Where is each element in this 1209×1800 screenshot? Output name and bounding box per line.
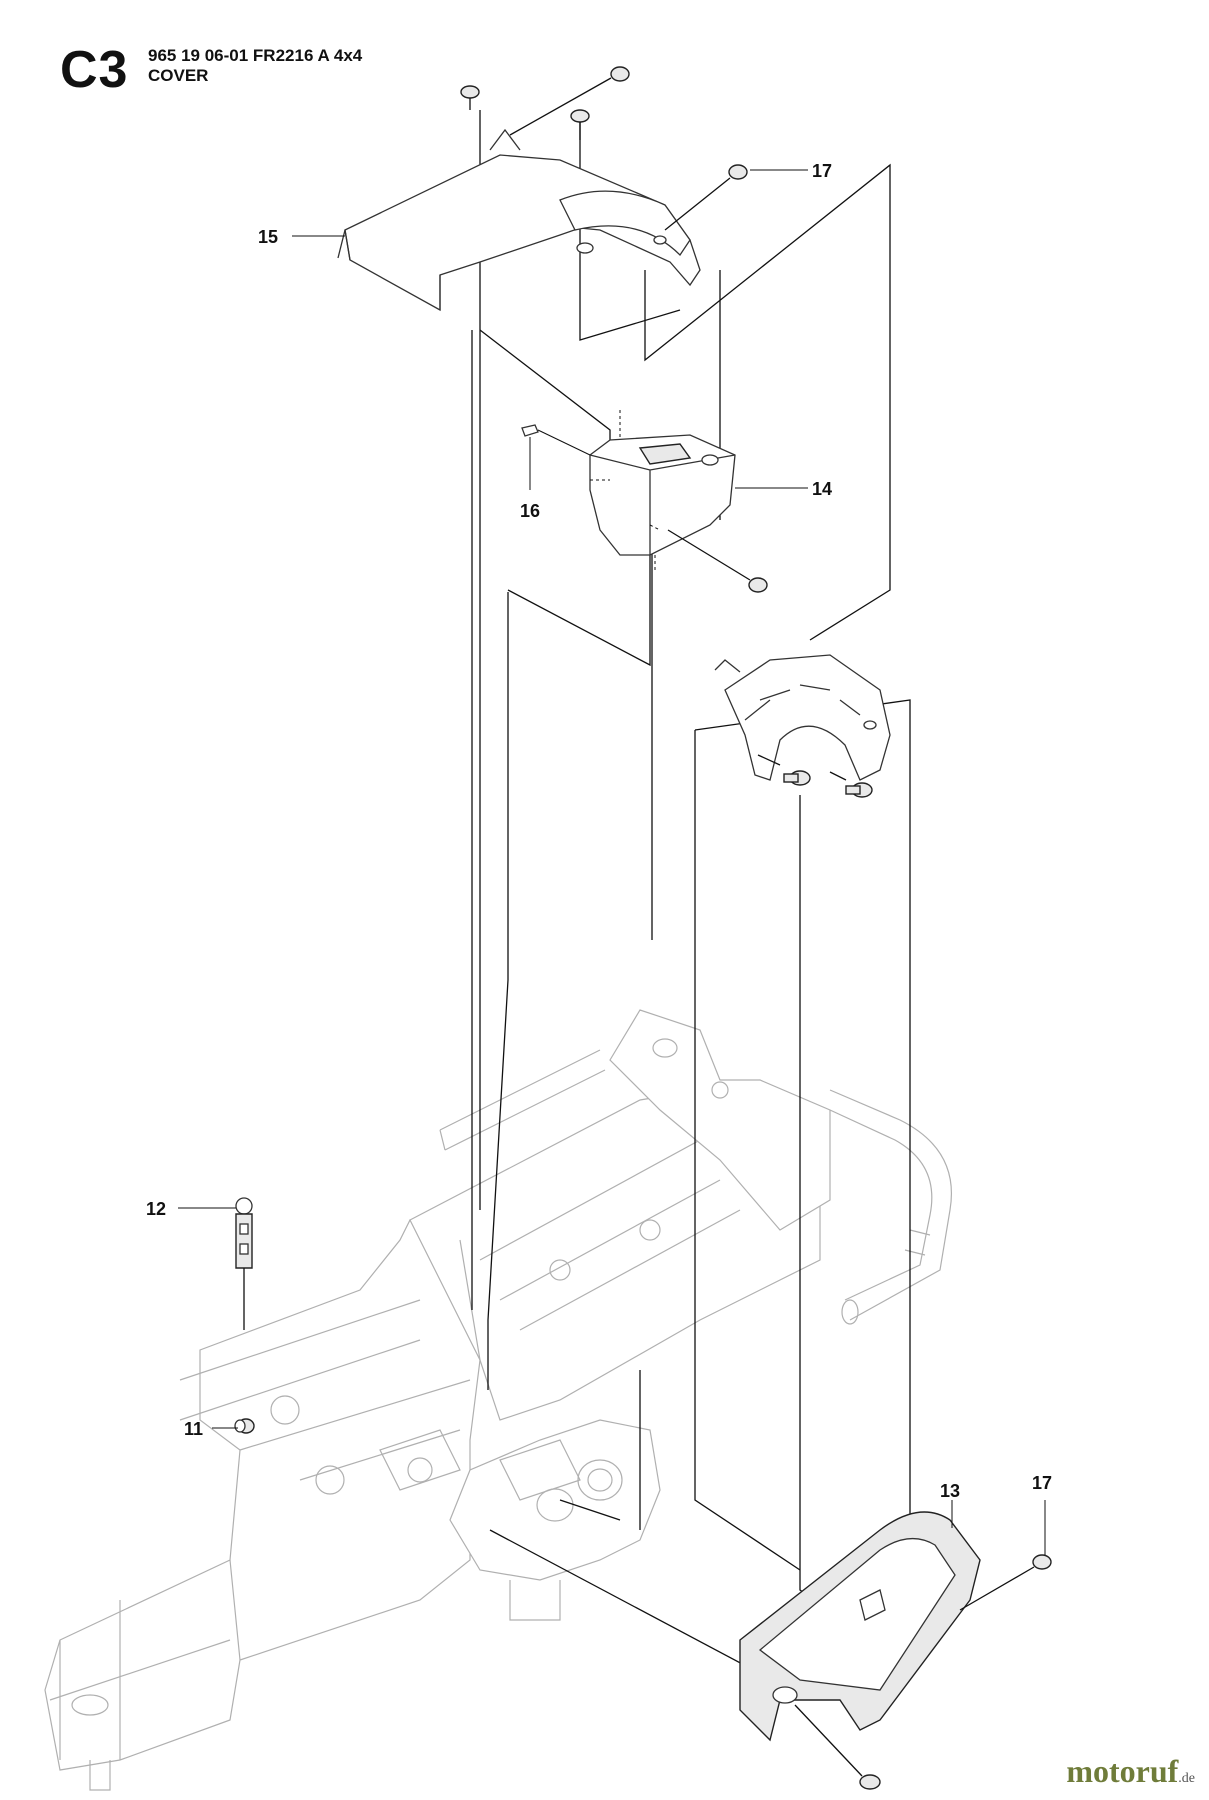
part-14-column-cover	[589, 434, 736, 556]
callout-15: 15	[258, 227, 278, 247]
screw-column-cover	[667, 529, 768, 593]
callout-11: 11	[184, 1419, 203, 1439]
callout-17-top: 17	[812, 161, 832, 181]
watermark-text: motoruf	[1066, 1753, 1179, 1789]
nut-17-top	[664, 164, 748, 231]
nut-17-bottom	[959, 1554, 1052, 1611]
callout-13: 13	[940, 1481, 960, 1501]
screw-top-middle	[570, 109, 590, 140]
watermark-logo: motoruf.de	[1066, 1753, 1195, 1790]
chassis-frame	[44, 1009, 952, 1791]
screw-top-left	[460, 85, 480, 110]
callout-leaders	[178, 169, 1046, 1555]
callout-12: 12	[146, 1199, 166, 1219]
diagram-title: COVER	[148, 66, 209, 85]
callout-16: 16	[520, 501, 540, 521]
fasteners	[460, 66, 1052, 1790]
part-16-clip	[521, 424, 591, 490]
callout-17-bottom: 17	[1032, 1473, 1052, 1493]
section-code: C3	[60, 41, 129, 99]
watermark-suffix: .de	[1178, 1771, 1195, 1786]
bolts-dash-bracket	[757, 754, 873, 798]
part-15-top-cover	[337, 128, 701, 312]
callout-labels: 15 17 14 16 12 11 13 17	[146, 161, 1052, 1501]
screw-bottom	[794, 1704, 881, 1790]
part-11-bushing	[234, 1418, 255, 1434]
part-12-knob	[235, 1197, 253, 1330]
callout-14: 14	[812, 479, 832, 499]
dash-bracket	[714, 654, 891, 781]
part-13-side-cover	[739, 1511, 981, 1742]
nut-top-right	[509, 66, 630, 136]
part-number-line: 965 19 06-01 FR2216 A 4x4	[148, 46, 363, 65]
